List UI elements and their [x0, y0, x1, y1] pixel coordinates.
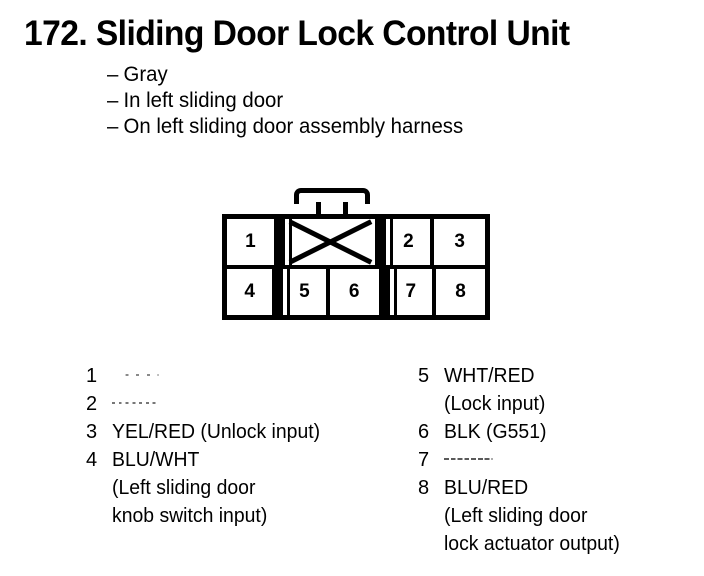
legend-item-pin-6: 6 BLK (G551) — [418, 418, 698, 446]
legend-item-pin-4: 4 BLU/WHT (Left sliding door knob switch in… — [86, 446, 406, 530]
legend-item-pin-7: 7 — [418, 446, 698, 474]
legend-unused-pin-marker — [112, 402, 157, 404]
legend-wire-description: BLU/RED (Left sliding door lock actuator o… — [444, 474, 690, 558]
connector-pin-1: 1 — [227, 219, 274, 265]
legend-pin-number: 8 — [418, 477, 430, 499]
legend-unused-pin-marker — [125, 374, 159, 376]
subtitle-text: On left sliding door assembly harness — [123, 115, 464, 138]
legend-item-pin-5: 5 WHT/RED (Lock input) — [418, 362, 698, 418]
pin-legend-column-left: 1 2 3 YEL/RED (Unlock input) 4 BLU/WHT (Left s… — [86, 362, 406, 530]
connector-cavity-blank-x — [273, 219, 376, 265]
legend-wire-description — [112, 390, 397, 418]
legend-wire-function: (Left sliding door — [112, 477, 256, 499]
legend-pin-number: 2 — [86, 393, 98, 415]
legend-wire-color: BLU/RED — [444, 477, 529, 499]
legend-item-pin-2: 2 — [86, 390, 406, 418]
legend-item-pin-3: 3 YEL/RED (Unlock input) — [86, 418, 406, 446]
legend-pin-number: 5 — [418, 365, 430, 387]
title-block: 172. Sliding Door Lock Control Unit — [24, 14, 696, 54]
connector-pin-7: 7 — [378, 269, 432, 315]
legend-wire-description — [112, 362, 397, 390]
dash-bullet-icon: – — [107, 89, 119, 112]
legend-wire-description — [444, 446, 690, 474]
legend-wire-description: YEL/RED (Unlock input) — [112, 418, 397, 446]
legend-wire-function: knob switch input) — [112, 505, 268, 527]
legend-wire-function: (Left sliding door — [444, 505, 588, 527]
legend-wire-color: BLU/WHT — [112, 449, 200, 471]
subtitle-row: –On left sliding door assembly harness — [107, 114, 650, 140]
legend-wire-description: WHT/RED (Lock input) — [444, 362, 690, 418]
subtitle-row: –Gray — [107, 62, 650, 88]
legend-wire-description: BLU/WHT (Left sliding door knob switch inp… — [112, 446, 397, 530]
legend-wire-color: BLK (G551) — [444, 421, 547, 443]
subtitle-text: Gray — [123, 63, 168, 86]
legend-pin-number: 7 — [418, 449, 430, 471]
connector-pin-4: 4 — [227, 269, 273, 315]
subtitle-row: –In left sliding door — [107, 88, 650, 114]
legend-wire-function: (Lock input) — [444, 393, 546, 415]
legend-wire-color: WHT/RED — [444, 365, 535, 387]
legend-pin-number: 6 — [418, 421, 430, 443]
pin-legend-column-right: 5 WHT/RED (Lock input) 6 BLK (G551) 7 8 BLU/RED… — [418, 362, 698, 558]
subtitle-list: –Gray–In left sliding door–On left slidi… — [107, 62, 667, 140]
dash-bullet-icon: – — [107, 63, 119, 86]
connector-pin-8: 8 — [431, 269, 485, 315]
legend-unused-pin-marker — [444, 458, 493, 460]
connector-latch-neck — [316, 202, 348, 216]
legend-wire-description: BLK (G551) — [444, 418, 690, 446]
connector-latch-tab — [294, 188, 370, 204]
connector-pin-3: 3 — [430, 219, 485, 265]
page-title: 172. Sliding Door Lock Control Unit — [24, 14, 570, 53]
dash-bullet-icon: – — [107, 115, 119, 138]
legend-pin-number: 1 — [86, 365, 98, 387]
connector-pin-5: 5 — [272, 269, 326, 315]
legend-pin-number: 4 — [86, 449, 98, 471]
legend-wire-color: YEL/RED (Unlock input) — [112, 421, 321, 443]
connector-pin-6: 6 — [325, 269, 379, 315]
legend-item-pin-1: 1 — [86, 362, 406, 390]
legend-pin-number: 3 — [86, 421, 98, 443]
connector-pin-2: 2 — [375, 219, 431, 265]
subtitle-text: In left sliding door — [123, 89, 284, 112]
legend-item-pin-8: 8 BLU/RED (Left sliding door lock actuator … — [418, 474, 698, 558]
legend-wire-function: lock actuator output) — [444, 533, 620, 555]
pin-legend: 1 2 3 YEL/RED (Unlock input) 4 BLU/WHT (Left s… — [0, 362, 704, 572]
